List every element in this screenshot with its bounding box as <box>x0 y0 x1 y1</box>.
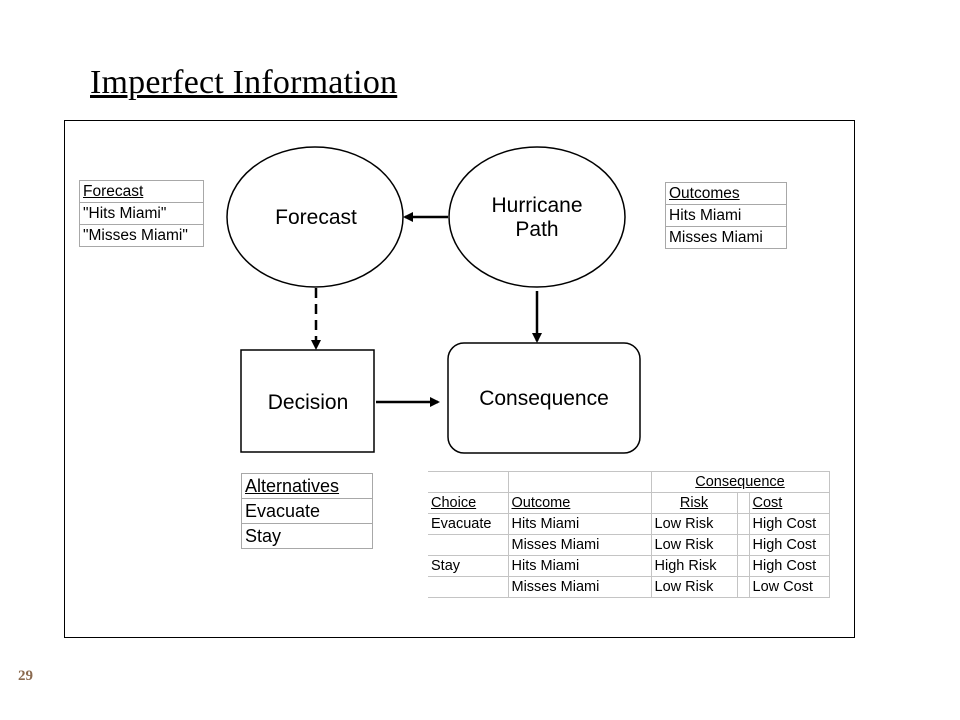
outcomes-table-header: Outcomes <box>665 182 787 205</box>
cost-cell: High Cost <box>748 555 830 577</box>
cost-cell: High Cost <box>748 534 830 556</box>
alternatives-table-header: Alternatives <box>241 473 373 499</box>
outcome-cell: Hits Miami <box>507 555 652 577</box>
table-row: Choice Outcome Risk Cost <box>428 492 830 514</box>
alternatives-table-cell: Stay <box>241 523 373 549</box>
table-cell <box>428 471 509 493</box>
table-cell <box>736 576 750 598</box>
cost-cell: High Cost <box>748 513 830 535</box>
forecast-node: Forecast <box>226 146 404 288</box>
cost-cell: Low Cost <box>748 576 830 598</box>
forecast-table-cell: "Hits Miami" <box>79 202 204 225</box>
risk-cell: Low Risk <box>650 513 738 535</box>
choice-cell <box>428 534 509 556</box>
diagram-frame <box>64 120 855 638</box>
choice-cell <box>428 576 509 598</box>
outcome-cell: Misses Miami <box>507 534 652 556</box>
hurricane-path-label-line1: Hurricane <box>491 194 582 217</box>
table-row: Evacuate Hits Miami Low Risk High Cost <box>428 513 830 535</box>
outcome-cell: Misses Miami <box>507 576 652 598</box>
outcomes-table: Outcomes Hits Miami Misses Miami <box>665 182 787 249</box>
table-row: Stay Hits Miami High Risk High Cost <box>428 555 830 577</box>
outcome-header: Outcome <box>507 492 652 514</box>
forecast-table-cell: "Misses Miami" <box>79 224 204 247</box>
alternatives-table: Alternatives Evacuate Stay <box>241 473 373 549</box>
decision-node: Decision <box>240 349 375 453</box>
consequence-table: Consequence Choice Outcome Risk Cost Eva… <box>428 471 830 598</box>
forecast-table-header: Forecast <box>79 180 204 203</box>
table-cell <box>736 513 750 535</box>
choice-cell: Evacuate <box>428 513 509 535</box>
outcome-cell: Hits Miami <box>507 513 652 535</box>
consequence-group-header: Consequence <box>650 471 830 493</box>
outcomes-table-cell: Misses Miami <box>665 226 787 249</box>
alternatives-table-cell: Evacuate <box>241 498 373 524</box>
table-row: Misses Miami Low Risk High Cost <box>428 534 830 556</box>
table-row: Consequence <box>428 471 830 493</box>
choice-cell: Stay <box>428 555 509 577</box>
table-cell <box>736 492 750 514</box>
table-cell <box>507 471 652 493</box>
risk-cell: Low Risk <box>650 534 738 556</box>
consequence-node: Consequence <box>447 342 641 454</box>
hurricane-path-label-line2: Path <box>515 218 558 241</box>
decision-node-label: Decision <box>268 391 349 414</box>
slide-title: Imperfect Information <box>90 64 398 101</box>
risk-cell: Low Risk <box>650 576 738 598</box>
choice-header: Choice <box>428 492 509 514</box>
risk-header: Risk <box>650 492 738 514</box>
hurricane-path-node: Hurricane Path <box>448 146 626 288</box>
consequence-node-label: Consequence <box>479 387 609 410</box>
table-row: Misses Miami Low Risk Low Cost <box>428 576 830 598</box>
cost-header: Cost <box>748 492 830 514</box>
outcomes-table-cell: Hits Miami <box>665 204 787 227</box>
table-cell <box>736 555 750 577</box>
forecast-node-label: Forecast <box>275 206 357 229</box>
risk-cell: High Risk <box>650 555 738 577</box>
page-number: 29 <box>18 668 33 684</box>
table-cell <box>736 534 750 556</box>
forecast-table: Forecast "Hits Miami" "Misses Miami" <box>79 180 204 247</box>
